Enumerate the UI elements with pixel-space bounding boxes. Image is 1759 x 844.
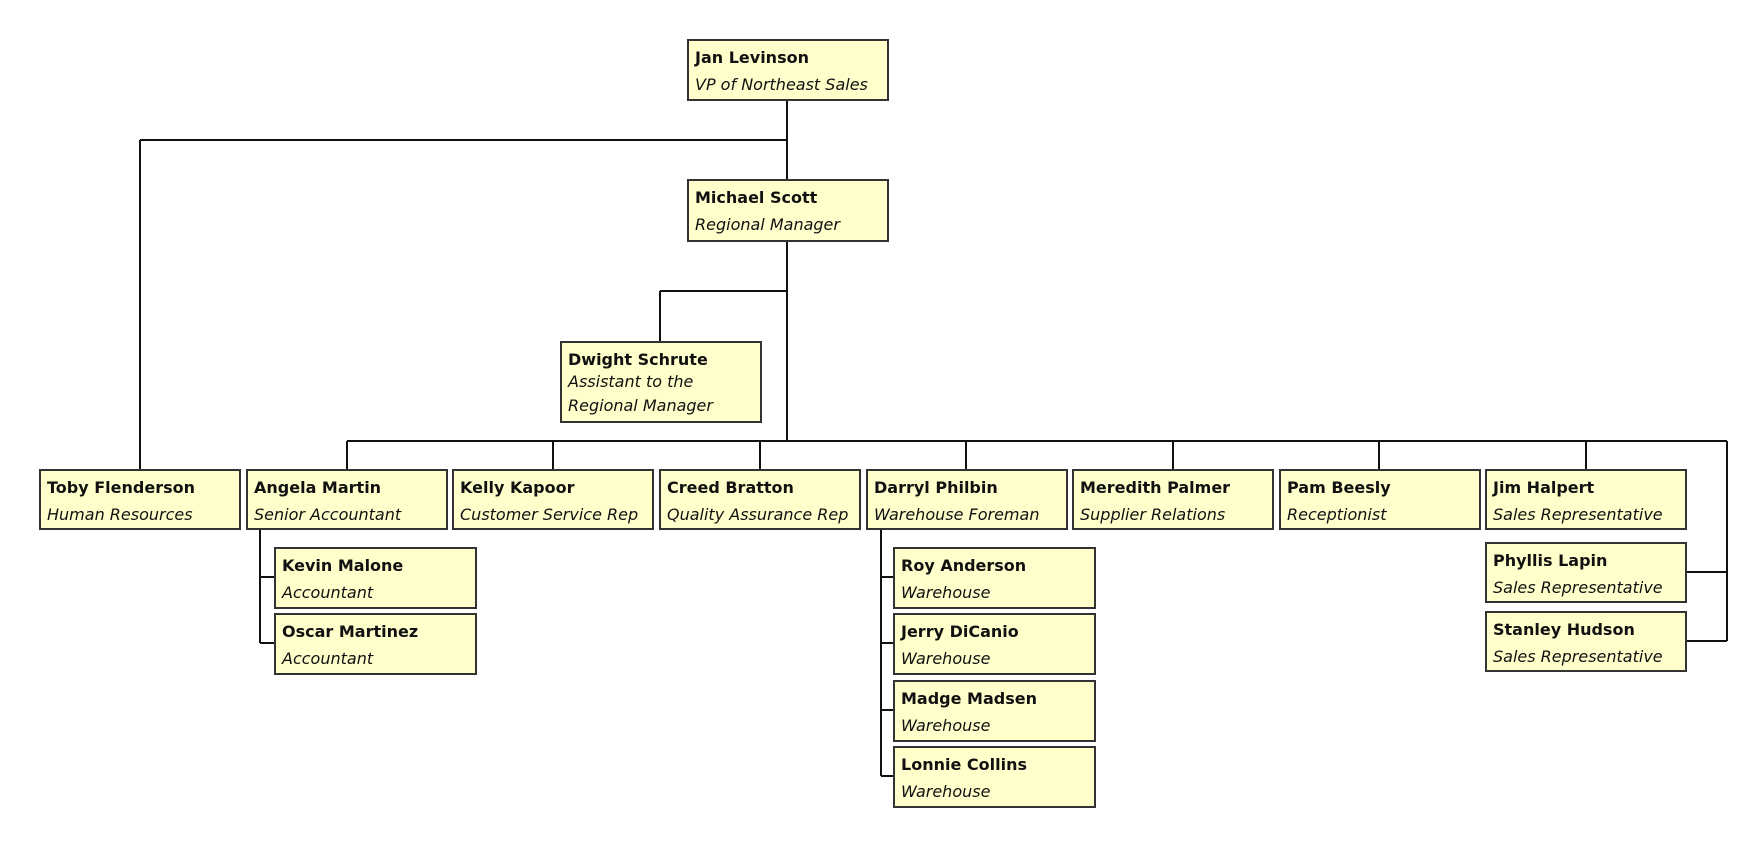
node-name: Michael Scott	[695, 188, 818, 207]
node-title: Customer Service Rep	[460, 505, 639, 524]
node-title: Warehouse	[901, 716, 991, 735]
node-title: Sales Representative	[1493, 578, 1663, 597]
node-toby-flenderson: Toby Flenderson Human Resources	[39, 469, 241, 530]
node-darryl-philbin: Darryl Philbin Warehouse Foreman	[866, 469, 1068, 530]
node-name: Madge Madsen	[901, 689, 1037, 708]
node-kelly-kapoor: Kelly Kapoor Customer Service Rep	[452, 469, 654, 530]
node-title: Assistant to the Regional Manager	[568, 372, 713, 415]
node-name: Phyllis Lapin	[1493, 551, 1608, 570]
node-jim-halpert: Jim Halpert Sales Representative	[1485, 469, 1687, 530]
node-name: Jim Halpert	[1493, 478, 1595, 497]
node-lonnie-collins: Lonnie Collins Warehouse	[893, 746, 1096, 808]
node-angela-martin: Angela Martin Senior Accountant	[246, 469, 448, 530]
node-name: Darryl Philbin	[874, 478, 998, 497]
node-title: Quality Assurance Rep	[667, 505, 849, 524]
node-title: Sales Representative	[1493, 505, 1663, 524]
node-name: Toby Flenderson	[47, 478, 195, 497]
node-title: Warehouse	[901, 782, 991, 801]
node-roy-anderson: Roy Anderson Warehouse	[893, 547, 1096, 609]
node-title: Supplier Relations	[1080, 505, 1226, 524]
node-phyllis-lapin: Phyllis Lapin Sales Representative	[1485, 542, 1687, 603]
node-jan-levinson: Jan Levinson VP of Northeast Sales	[687, 39, 889, 101]
node-title: VP of Northeast Sales	[695, 75, 868, 94]
node-name: Dwight Schrute	[568, 350, 708, 369]
node-pam-beesly: Pam Beesly Receptionist	[1279, 469, 1481, 530]
node-name: Stanley Hudson	[1493, 620, 1635, 639]
node-title: Sales Representative	[1493, 647, 1663, 666]
node-name: Creed Bratton	[667, 478, 794, 497]
node-meredith-palmer: Meredith Palmer Supplier Relations	[1072, 469, 1274, 530]
node-title: Receptionist	[1287, 505, 1387, 524]
node-name: Lonnie Collins	[901, 755, 1027, 774]
node-title: Warehouse	[901, 583, 991, 602]
node-jerry-dicanio: Jerry DiCanio Warehouse	[893, 613, 1096, 675]
node-stanley-hudson: Stanley Hudson Sales Representative	[1485, 611, 1687, 672]
node-title: Accountant	[282, 583, 374, 602]
node-name: Roy Anderson	[901, 556, 1027, 575]
node-name: Jan Levinson	[695, 48, 809, 67]
node-name: Kevin Malone	[282, 556, 404, 575]
node-title: Senior Accountant	[254, 505, 402, 524]
node-name: Meredith Palmer	[1080, 478, 1231, 497]
node-title: Accountant	[282, 649, 374, 668]
node-oscar-martinez: Oscar Martinez Accountant	[274, 613, 477, 675]
node-name: Kelly Kapoor	[460, 478, 575, 497]
node-name: Angela Martin	[254, 478, 382, 497]
node-kevin-malone: Kevin Malone Accountant	[274, 547, 477, 609]
node-name: Oscar Martinez	[282, 622, 419, 641]
node-dwight-schrute: Dwight Schrute Assistant to the Regional…	[560, 341, 762, 423]
node-title: Warehouse Foreman	[874, 505, 1040, 524]
node-name: Jerry DiCanio	[901, 622, 1019, 641]
node-michael-scott: Michael Scott Regional Manager	[687, 179, 889, 242]
node-creed-bratton: Creed Bratton Quality Assurance Rep	[659, 469, 861, 530]
node-madge-madsen: Madge Madsen Warehouse	[893, 680, 1096, 742]
node-title: Regional Manager	[695, 215, 840, 234]
node-title: Warehouse	[901, 649, 991, 668]
node-name: Pam Beesly	[1287, 478, 1391, 497]
node-title: Human Resources	[47, 505, 193, 524]
